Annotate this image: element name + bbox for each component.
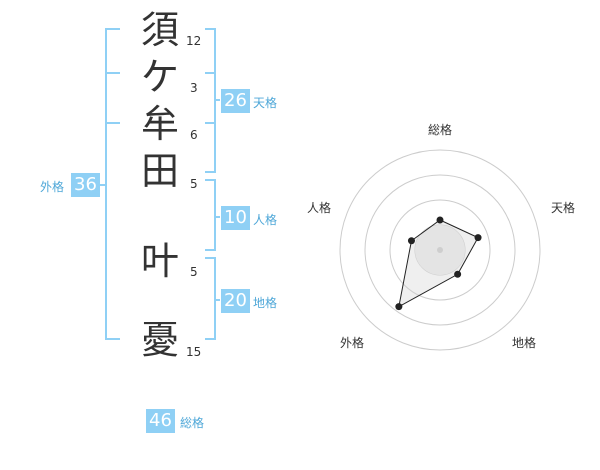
radar-label-jinkaku: 人格 (306, 201, 331, 215)
stroke-count-2: 3 (190, 81, 198, 95)
gaikaku-value: 36 (71, 173, 100, 197)
jinkaku-bracket (205, 179, 216, 251)
radar-label-soukaku: 総格 (427, 123, 452, 137)
stroke-count-6: 15 (186, 345, 202, 359)
stroke-count-4: 5 (190, 177, 198, 191)
tenkaku-value: 26 (221, 89, 250, 113)
radar-point-4 (395, 303, 403, 311)
radar-label-gaikaku: 外格 (339, 336, 364, 350)
name-char-1: 須 (140, 8, 179, 52)
radar-label-chikaku: 地格 (511, 336, 536, 350)
soukaku-value: 46 (146, 409, 175, 433)
radar-ring-3 (389, 199, 491, 301)
radar-ring-1 (339, 149, 541, 351)
name-char-3: 牟 (140, 102, 179, 146)
stroke-count-5: 5 (190, 265, 198, 279)
radar-polygon (398, 219, 479, 308)
name-char-5: 叶 (140, 239, 179, 283)
gaikaku-bracket-ticks (106, 72, 120, 124)
chikaku-label: 地格 (253, 296, 278, 310)
name-char-4: 田 (140, 149, 179, 193)
radar-point-3 (454, 270, 462, 278)
radar-point-2 (474, 234, 482, 242)
chikaku-bracket (205, 257, 216, 340)
stroke-count-3: 6 (190, 128, 198, 142)
stroke-count-1: 12 (186, 34, 202, 48)
radar-center-dot (437, 247, 443, 253)
tenkaku-label: 天格 (253, 96, 278, 110)
jinkaku-label: 人格 (253, 213, 278, 227)
radar-point-5 (407, 237, 415, 245)
jinkaku-value: 10 (221, 206, 250, 230)
radar-point-1 (436, 216, 444, 224)
soukaku-label: 総格 (180, 416, 205, 430)
gaikaku-label: 外格 (40, 180, 65, 194)
radar-label-tenkaku: 天格 (550, 201, 575, 215)
tenkaku-bracket-ticks (205, 72, 220, 124)
name-char-6: 憂 (140, 318, 179, 362)
radar-ring-2 (364, 174, 516, 326)
name-char-2: ケ (140, 55, 179, 99)
chikaku-value: 20 (221, 289, 250, 313)
